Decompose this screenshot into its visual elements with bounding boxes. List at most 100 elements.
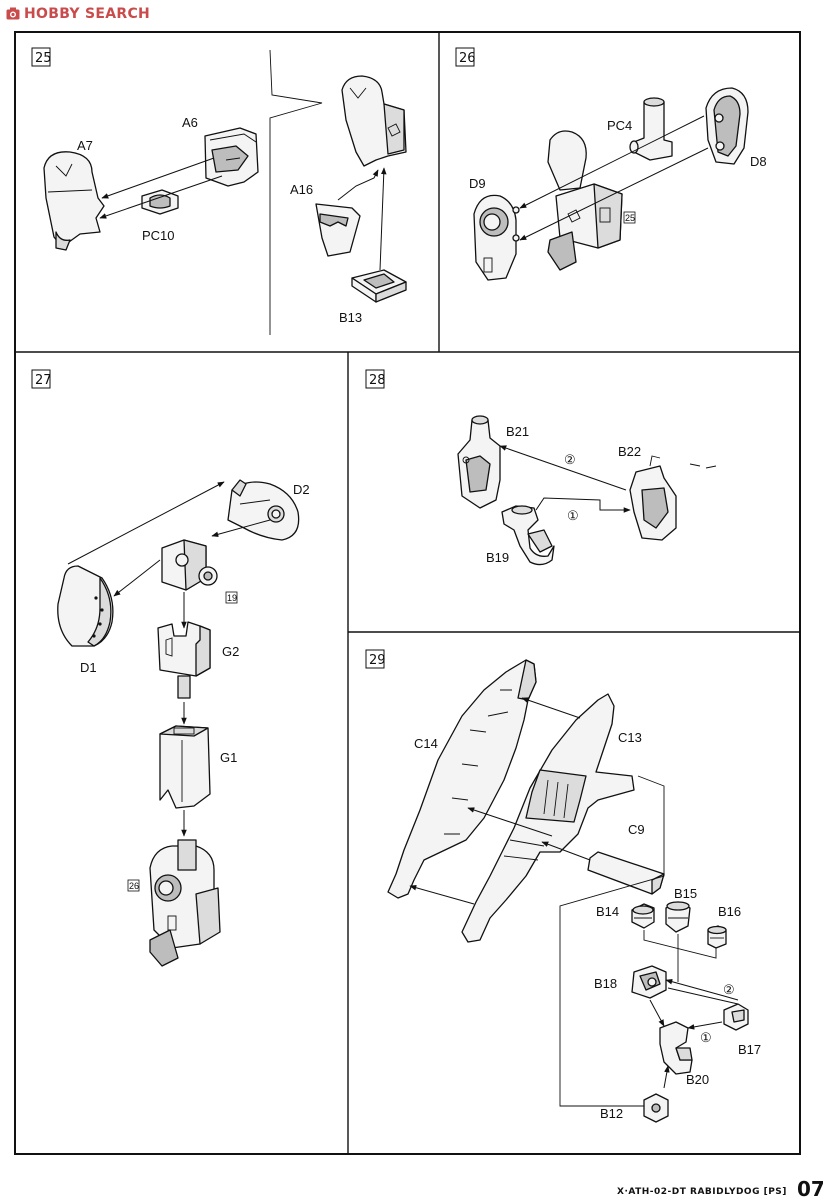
ref-25-box	[623, 211, 636, 224]
arrow-a16-a7	[337, 169, 379, 201]
label-c13: C13	[618, 730, 642, 745]
label-b21: B21	[506, 424, 529, 439]
part-a7-second-drawing	[341, 75, 407, 167]
label-b14: B14	[596, 904, 619, 919]
label-b20: B20	[686, 1072, 709, 1087]
arrow-d2-joint	[211, 519, 271, 538]
label-a6: A6	[182, 115, 198, 130]
step-28-panel: 28 B21 B22 B19 ② ①	[365, 369, 717, 566]
step-25-box	[31, 47, 51, 67]
label-d9: D9	[469, 176, 486, 191]
label-b19: B19	[486, 550, 509, 565]
label-a7: A7	[77, 138, 93, 153]
ref-26-box	[127, 879, 140, 892]
part-b21-drawing	[457, 415, 501, 509]
part-a16-drawing	[315, 203, 361, 257]
part-c13-drawing	[461, 693, 635, 943]
stray-marks	[689, 463, 717, 469]
arrow-b13-a7	[379, 167, 387, 271]
label-c9: C9	[628, 822, 645, 837]
pin-b17-b18	[667, 987, 739, 1005]
step-29-panel: 29 C14 C13 C9	[365, 649, 761, 1123]
part-c9-drawing	[587, 851, 665, 895]
arrow-a6-a7-lower	[99, 175, 223, 219]
order-1-marker: ①	[567, 508, 579, 523]
label-b16: B16	[718, 904, 741, 919]
arrow-c13-c14-upper	[521, 697, 581, 719]
part-b16-drawing	[707, 925, 727, 949]
camera-logo-icon	[6, 7, 20, 20]
step-28-box	[365, 369, 385, 389]
step-25-sub-divider	[269, 49, 323, 335]
arrow-a6-a7-upper	[101, 157, 215, 199]
step-26-panel: 26 PC4 D8 25	[455, 47, 767, 281]
label-b15: B15	[674, 886, 697, 901]
step-27-number: 27	[35, 373, 52, 388]
part-c14-drawing	[387, 659, 537, 899]
label-b22: B22	[618, 444, 641, 459]
part-torso-block-drawing	[547, 130, 623, 271]
order-1-marker-29: ①	[700, 1030, 712, 1045]
part-b20-drawing	[659, 1021, 693, 1075]
ref-26-number: 26	[129, 881, 139, 891]
order-2-marker-29: ②	[723, 982, 735, 997]
part-leg-assembly-drawing	[149, 839, 221, 967]
step-25-panel: 25 A7 A6 PC10	[31, 47, 407, 335]
arrow-d8-d9-lower	[519, 147, 709, 241]
label-pc10: PC10	[142, 228, 175, 243]
arrow-c9-c13	[541, 841, 591, 861]
watermark-text: HOBBY SEARCH	[24, 6, 151, 22]
label-a16: A16	[290, 182, 313, 197]
label-b17: B17	[738, 1042, 761, 1057]
step-29-number: 29	[369, 653, 386, 668]
arrow-b19-b22	[535, 497, 631, 513]
ref-19-number: 19	[227, 593, 237, 603]
part-pc10-drawing	[141, 189, 179, 215]
step-28-number: 28	[369, 373, 386, 388]
part-b17-drawing	[723, 1003, 749, 1031]
arrow-b17-b18-upper	[665, 978, 739, 1001]
part-b22-drawing	[629, 455, 677, 541]
arrow-b12-b20	[663, 1065, 670, 1089]
arrow-b22-b21	[499, 445, 627, 491]
label-d8: D8	[750, 154, 767, 169]
ref-25-number: 25	[625, 213, 635, 223]
step-29-box	[365, 649, 385, 669]
part-d2-drawing	[227, 479, 300, 541]
part-b14-drawing	[631, 903, 655, 929]
step-25-number: 25	[35, 51, 52, 66]
part-pc4-drawing	[629, 97, 673, 161]
watermark: HOBBY SEARCH	[6, 5, 150, 23]
ref-19-box	[225, 591, 238, 604]
label-b18: B18	[594, 976, 617, 991]
part-joint-block-drawing	[161, 539, 218, 591]
part-b13-drawing	[351, 269, 407, 303]
step-27-box	[31, 369, 51, 389]
part-a6-drawing	[204, 127, 259, 187]
label-pc4: PC4	[607, 118, 632, 133]
label-d2: D2	[293, 482, 310, 497]
arrow-c13-c14-mid	[467, 807, 553, 837]
arrow-d1-d2	[67, 481, 225, 565]
label-g1: G1	[220, 750, 237, 765]
arrow-b18-b20	[649, 999, 665, 1027]
footer-model-name: X·ATH-02-DT RABIDLYDOG [PS]	[617, 1187, 787, 1197]
part-b18-drawing	[631, 965, 667, 999]
arrow-d8-d9-upper	[519, 115, 705, 209]
part-a7-drawing	[43, 151, 105, 251]
arrow-b17-b20	[687, 1021, 723, 1030]
label-g2: G2	[222, 644, 239, 659]
arrow-c13-c14-lower	[409, 885, 475, 905]
part-g1-drawing	[159, 725, 211, 809]
subassembly-bracket	[559, 775, 665, 1107]
label-b13: B13	[339, 310, 362, 325]
step-26-number: 26	[459, 51, 476, 66]
step-27-panel: 27 D2 D1 19	[31, 369, 310, 967]
arrow-joint-d1	[113, 559, 161, 597]
order-2-marker: ②	[564, 452, 576, 467]
part-b15-drawing	[665, 901, 691, 933]
label-b12: B12	[600, 1106, 623, 1121]
page-frame	[14, 31, 801, 1155]
label-d1: D1	[80, 660, 97, 675]
